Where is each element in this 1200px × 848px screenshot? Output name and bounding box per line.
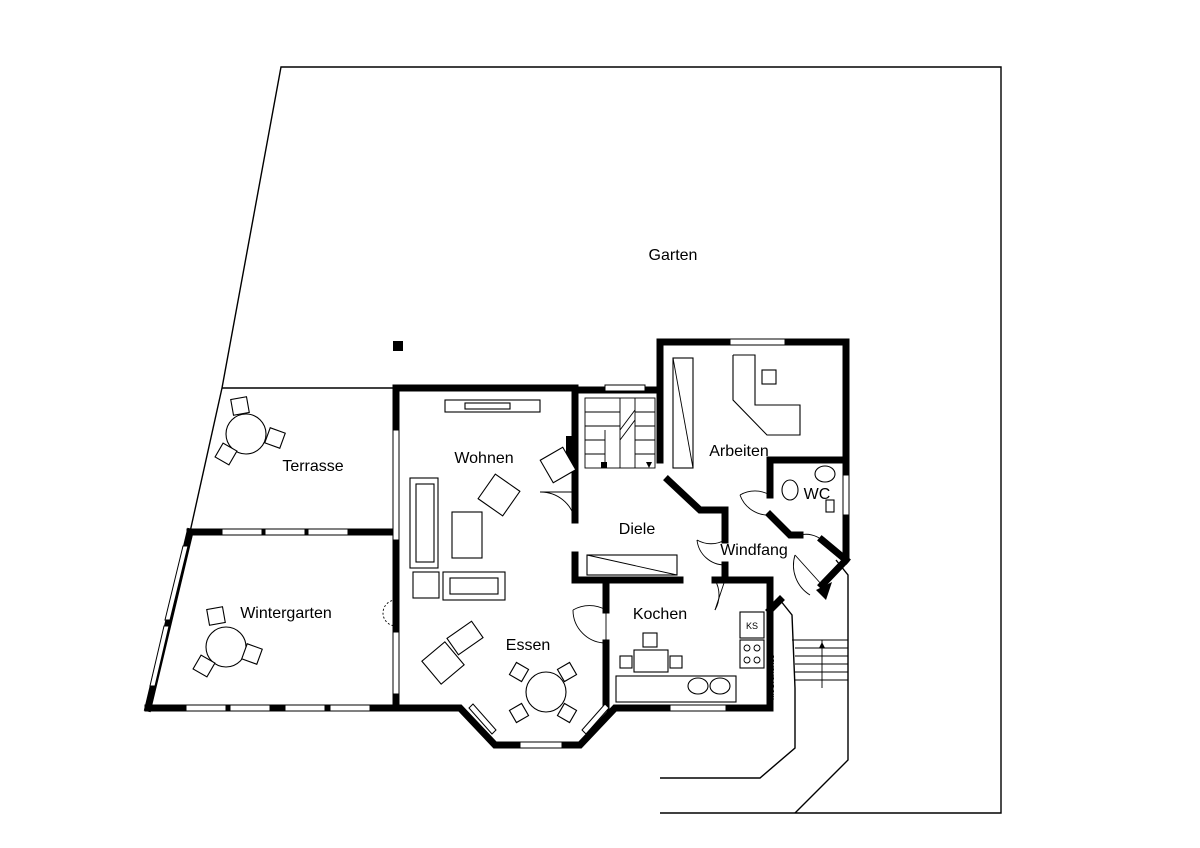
garden-post (393, 341, 403, 351)
terrasse-area (189, 387, 396, 533)
entrance-steps (660, 559, 849, 814)
entrance-arrow-icon (816, 582, 832, 600)
room-label-diele: Diele (619, 521, 656, 538)
watermark-text: McGrundriss (767, 655, 776, 700)
wohnen-furniture (409, 399, 577, 601)
wc-fixtures (781, 465, 836, 513)
room-label-garten: Garten (649, 247, 698, 264)
room-label-arbeiten: Arbeiten (709, 443, 769, 460)
essen-furniture (421, 620, 578, 724)
wintergarten-windows (149, 528, 371, 712)
doors (382, 490, 832, 644)
staircase (566, 397, 656, 469)
room-label-essen: Essen (506, 637, 550, 654)
room-label-terrasse: Terrasse (282, 458, 343, 475)
arbeiten-furniture (672, 354, 801, 469)
garden-boundary (221, 66, 1002, 814)
wintergarten-table-set (192, 606, 263, 678)
fridge-label: KS (746, 621, 758, 631)
diele-furniture (586, 554, 678, 576)
room-label-wc: WC (804, 486, 831, 503)
room-label-windfang: Windfang (720, 542, 788, 559)
room-label-wohnen: Wohnen (454, 450, 513, 467)
room-label-kochen: Kochen (633, 606, 687, 623)
house-windows (392, 338, 850, 749)
kochen-furniture: KS (615, 611, 765, 703)
room-label-wintergarten: Wintergarten (240, 605, 332, 622)
terrasse-table-set (214, 396, 286, 466)
